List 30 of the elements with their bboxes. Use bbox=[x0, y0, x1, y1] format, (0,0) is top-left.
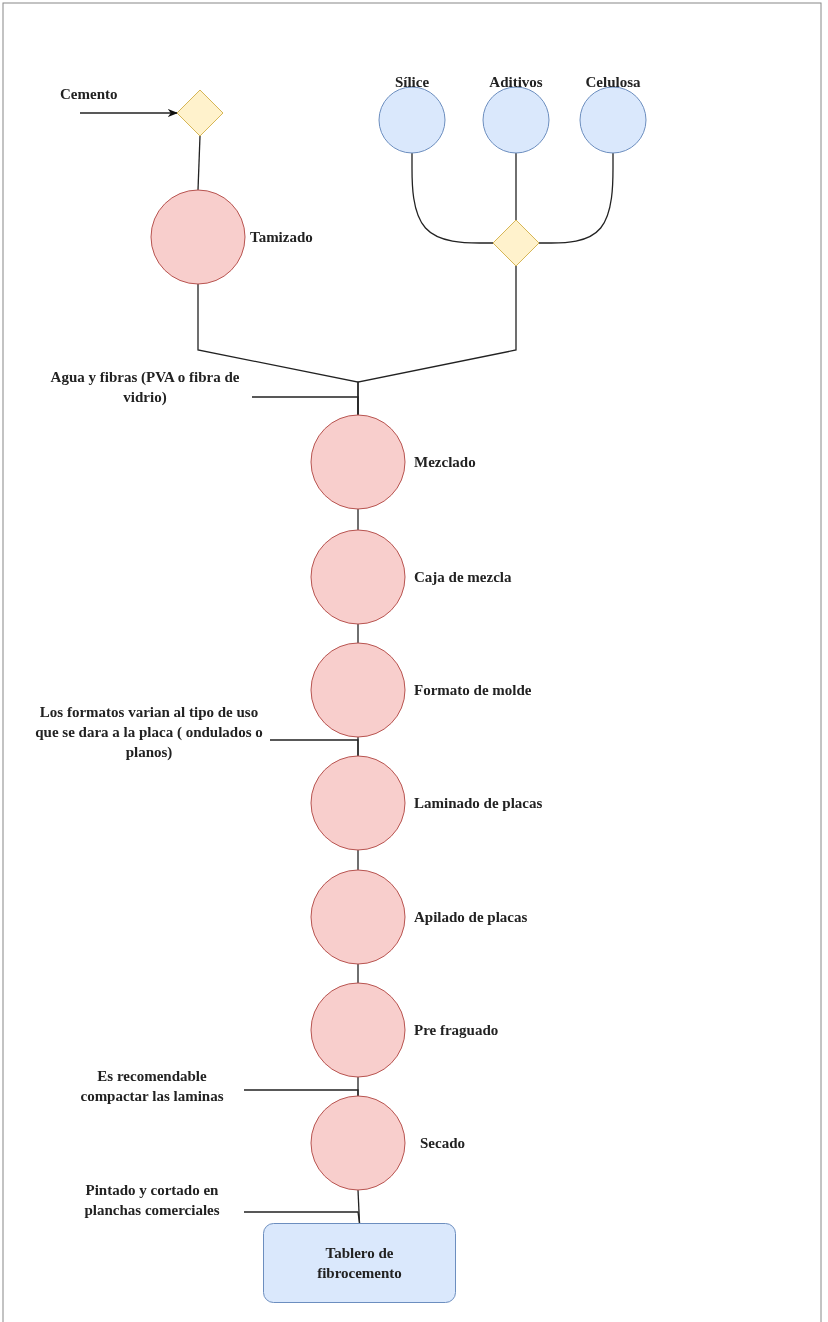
connector-line bbox=[515, 152, 517, 221]
node-label: Aditivos bbox=[488, 73, 544, 92]
connector-line bbox=[357, 623, 359, 644]
connector-line bbox=[243, 1211, 361, 1224]
node-label: Laminado de placas bbox=[414, 794, 544, 813]
note-text: Agua y fibras (PVA o fibra de vidrio) bbox=[49, 368, 241, 407]
node-label: Sílice bbox=[393, 73, 431, 92]
connector-line bbox=[269, 739, 359, 757]
note-text: Pintado y cortado en planchas comerciales bbox=[83, 1181, 221, 1220]
node-label: Celulosa bbox=[584, 73, 642, 92]
note-text: Es recomendable compactar las laminas bbox=[79, 1067, 225, 1106]
note-text: Los formatos varian al tipo de uso que se dara a la placa ( ondulados o planos) bbox=[34, 703, 264, 762]
connector-line bbox=[411, 152, 494, 244]
node-label: Tablero de fibrocemento bbox=[316, 1244, 403, 1283]
node-label: Mezclado bbox=[414, 453, 477, 472]
connector-line bbox=[251, 396, 359, 416]
arrow bbox=[79, 108, 179, 118]
node-label: Caja de mezcla bbox=[414, 568, 513, 587]
node-label: Tamizado bbox=[250, 228, 314, 247]
connector-line bbox=[538, 152, 614, 244]
input-label: Cemento bbox=[60, 85, 118, 104]
node-label: Apilado de placas bbox=[414, 908, 529, 927]
node-label: Secado bbox=[420, 1134, 466, 1153]
connector-line bbox=[357, 849, 359, 871]
node-label: Formato de molde bbox=[414, 681, 533, 700]
connector-line bbox=[357, 963, 359, 984]
node-label: Pre fraguado bbox=[414, 1021, 500, 1040]
connector-line bbox=[357, 508, 359, 531]
connector-line bbox=[197, 135, 201, 191]
connector-line bbox=[243, 1089, 359, 1097]
